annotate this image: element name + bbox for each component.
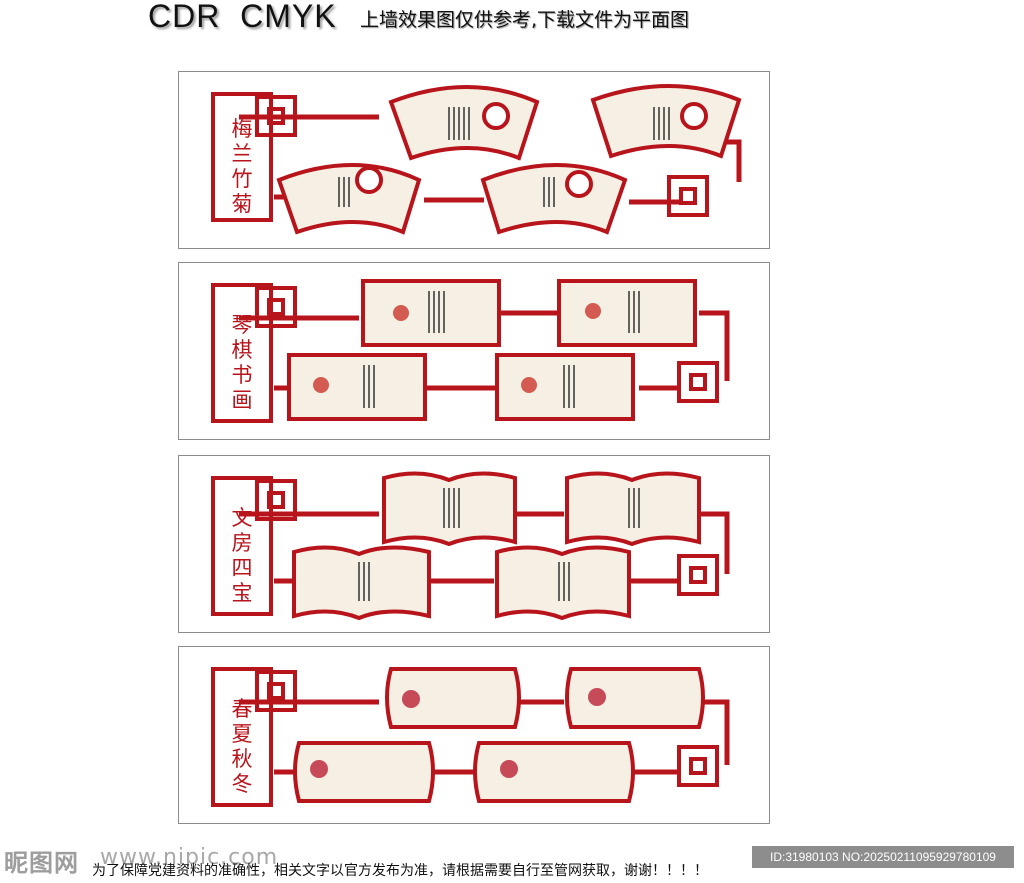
title-char: 棋 [231,338,253,362]
lattice-frame-shu [287,353,427,421]
panel-plum-orchid-bamboo-chrysanthemum: 梅 兰 竹 菊 [178,71,770,249]
book-frame-brush [292,545,431,621]
panel-1-artwork [211,84,742,235]
title-char: 夏 [231,722,253,746]
format-label: CDR CMYK [148,0,337,34]
watermark-url: www.nipic.com [100,845,279,870]
scalloped-frame-autumn [293,741,435,803]
title-char: 梅 [231,117,253,141]
lattice-frame-qi [557,279,697,347]
title-char: 冬 [231,772,253,796]
title-char: 房 [231,531,253,555]
watermark-bar: 昵图网 www.nipic.com ID:31980103 NO:2025021… [0,843,1024,883]
title-char: 兰 [231,142,253,166]
watermark-id: ID:31980103 NO:20250211095929780109 [752,846,1014,868]
title-char: 画 [231,388,253,412]
watermark-logo: 昵图网 [4,848,79,877]
panel-3-vertical-title: 文 房 四 宝 [227,506,257,606]
book-frame-inkstone [495,545,631,621]
title-char: 宝 [231,581,253,605]
header-note: 上墙效果图仅供参考,下载文件为平面图 [360,9,690,31]
title-char: 琴 [231,313,253,337]
title-char: 文 [231,506,253,530]
panel-1-vertical-title: 梅 兰 竹 菊 [227,117,257,217]
panel-4-vertical-title: 春 夏 秋 冬 [227,697,257,797]
scalloped-frame-spring [385,667,521,729]
panel-1-left-lattice [211,92,709,222]
fan-frame-chrysanthemum [590,84,742,159]
title-char: 菊 [231,192,253,216]
lattice-frame-qin [361,279,501,347]
title-char: 春 [231,697,253,721]
panel-4-artwork [211,667,730,807]
panel-four-seasons: 春 夏 秋 冬 [178,646,770,824]
lattice-frame-hua [495,353,635,421]
header: CDR CMYK 上墙效果图仅供参考,下载文件为平面图 [0,0,1024,40]
panel-qin-qi-shu-hua: 琴 棋 书 画 [178,262,770,440]
title-char: 四 [231,556,253,580]
panel-3-artwork [211,471,730,621]
disclaimer: 为了保障党建资料的准确性，相关文字以官方发布为准，请根据需要自行至管网获取，谢谢… [92,863,708,879]
book-frame-ink [565,471,701,547]
scalloped-frame-summer [565,667,705,729]
title-char: 竹 [231,167,253,191]
title-char: 秋 [231,747,253,771]
panel-2-vertical-title: 琴 棋 书 画 [227,313,257,413]
panel-2-artwork [211,279,730,423]
panel-four-treasures-of-study: 文 房 四 宝 [178,455,770,633]
title-char: 书 [231,363,253,387]
scalloped-frame-winter [473,741,635,803]
